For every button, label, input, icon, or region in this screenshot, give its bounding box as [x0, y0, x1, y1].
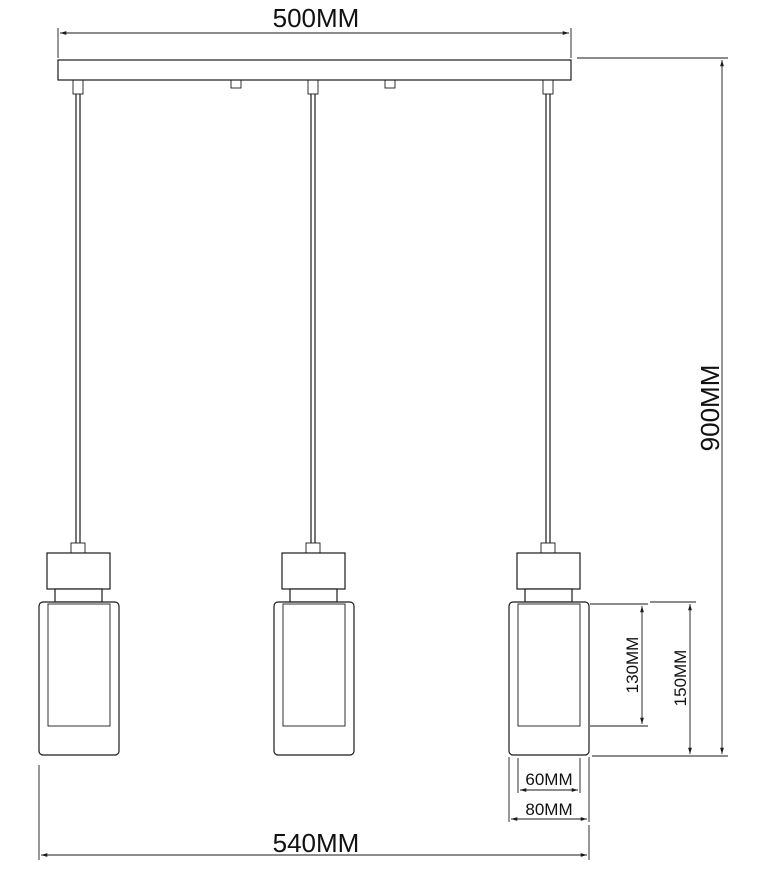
shade-inner-height-dimension: 130MM — [590, 603, 648, 727]
shade-inner-height-label: 130MM — [623, 637, 642, 694]
shade-width-dimensions: 60MM 80MM — [508, 757, 590, 822]
shade-outer-height-label: 150MM — [671, 650, 690, 707]
overall-length-dimension: 540MM — [38, 765, 590, 860]
canopy-length-dimension: 500MM — [57, 3, 572, 58]
pendant-left — [38, 79, 120, 756]
overall-height-dimension: 900MM — [577, 57, 728, 757]
pendant-middle — [273, 79, 355, 756]
pendant-right — [508, 79, 590, 756]
canopy-length-label: 500MM — [273, 3, 360, 33]
ceiling-canopy — [57, 59, 572, 89]
shade-outer-height-dimension: 150MM — [650, 601, 696, 754]
overall-height-label: 900MM — [695, 365, 725, 452]
overall-length-label: 540MM — [273, 828, 360, 858]
shade-outer-width-label: 80MM — [525, 800, 572, 819]
shade-inner-width-label: 60MM — [525, 770, 572, 789]
